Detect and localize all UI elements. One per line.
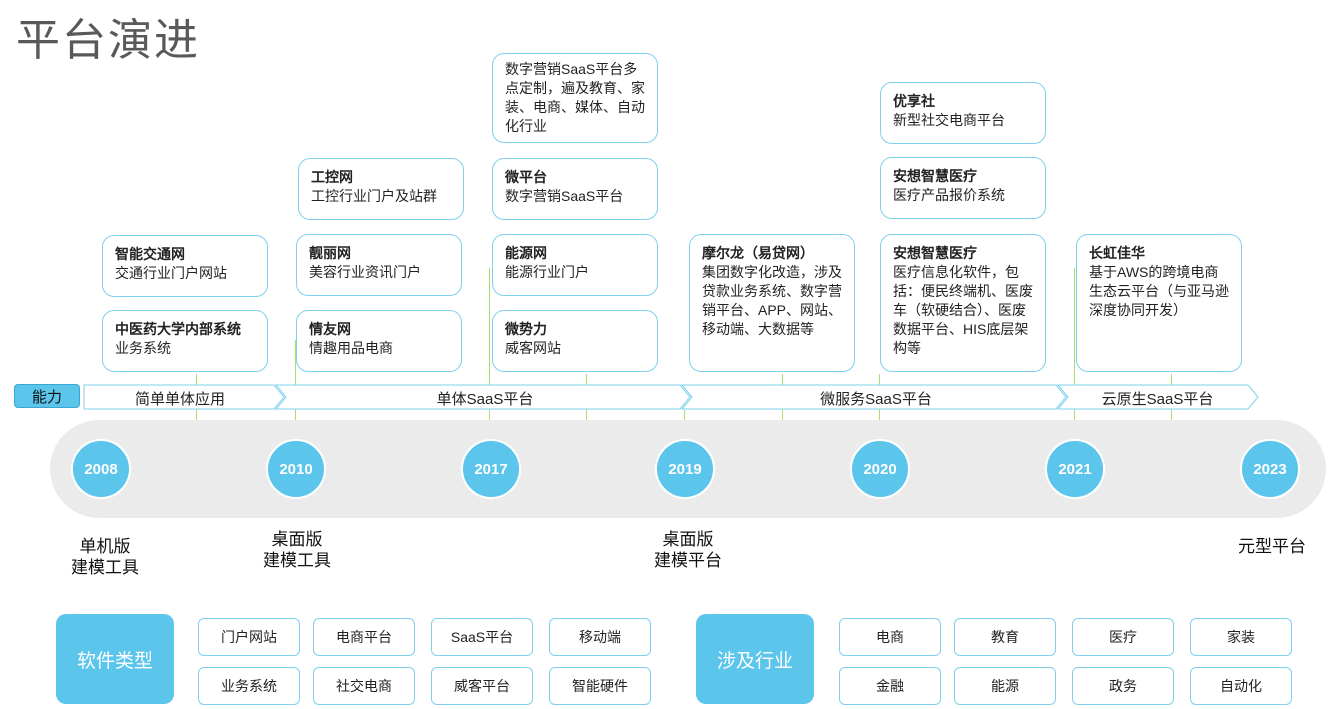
phase-arrow-1	[83, 384, 285, 410]
project-card: 安想智慧医疗 医疗产品报价系统	[880, 157, 1046, 219]
software-tag: 业务系统	[198, 667, 300, 705]
phase-label: 云原生SaaS平台	[1101, 391, 1214, 408]
software-tag: 移动端	[549, 618, 651, 656]
industry-tag: 金融	[839, 667, 941, 705]
phase-arrow-3	[680, 384, 1067, 410]
year-node: 2008	[71, 439, 131, 499]
industry-tag: 政务	[1072, 667, 1174, 705]
software-tag: 智能硬件	[549, 667, 651, 705]
project-card-title: 智能交通网	[115, 246, 185, 262]
year-node: 2023	[1240, 439, 1300, 499]
project-card: 摩尔龙（易贷网） 集团数字化改造，涉及贷款业务系统、数字营销平台、APP、网站、…	[689, 234, 855, 372]
software-tag: 威客平台	[431, 667, 533, 705]
project-card-desc: 基于AWS的跨境电商生态云平台（与亚马逊深度协同开发）	[1089, 264, 1229, 318]
project-card-title: 优享社	[893, 93, 935, 109]
stage-line: 单机版	[79, 537, 131, 556]
project-card-desc: 医疗信息化软件，包括：便民终端机、医废车（软硬结合）、医废数据平台、HIS底层架…	[893, 264, 1033, 356]
project-card: 微平台 数字营销SaaS平台	[492, 158, 658, 220]
stage-line: 桌面版	[271, 530, 323, 549]
software-tag: SaaS平台	[431, 618, 533, 656]
stage-caption: 单机版 建模工具	[55, 536, 155, 578]
stage-caption: 元型平台	[1222, 536, 1322, 557]
project-card-title: 摩尔龙（易贷网）	[702, 245, 814, 261]
project-card-title: 微势力	[505, 321, 547, 337]
stage-line: 元型平台	[1238, 537, 1306, 556]
project-card: 优享社 新型社交电商平台	[880, 82, 1046, 144]
industry-tag: 医疗	[1072, 618, 1174, 656]
software-type-box: 软件类型	[56, 614, 174, 704]
industry-box: 涉及行业	[696, 614, 814, 704]
year-node: 2010	[266, 439, 326, 499]
project-card-desc: 集团数字化改造，涉及贷款业务系统、数字营销平台、APP、网站、移动端、大数据等	[702, 264, 843, 337]
project-card-desc: 交通行业门户网站	[115, 265, 227, 281]
project-card-desc: 数字营销SaaS平台	[505, 188, 624, 204]
project-card-title: 长虹佳华	[1089, 245, 1145, 261]
capability-label: 能力	[14, 384, 80, 408]
project-card: 长虹佳华 基于AWS的跨境电商生态云平台（与亚马逊深度协同开发）	[1076, 234, 1242, 372]
stage-caption: 桌面版 建模工具	[247, 529, 347, 571]
industry-tag: 教育	[954, 618, 1056, 656]
software-tag: 门户网站	[198, 618, 300, 656]
project-card-desc: 能源行业门户	[505, 264, 589, 280]
software-tag: 社交电商	[313, 667, 415, 705]
project-card-title: 微平台	[505, 169, 547, 185]
project-card: 情友网 情趣用品电商	[296, 310, 462, 372]
project-card: 中医药大学内部系统 业务系统	[102, 310, 268, 372]
project-card: 数字营销SaaS平台多点定制，遍及教育、家装、电商、媒体、自动化行业	[492, 53, 658, 143]
industry-tag: 电商	[839, 618, 941, 656]
stage-caption: 桌面版 建模平台	[638, 529, 738, 571]
project-card-desc: 医疗产品报价系统	[893, 187, 1005, 203]
project-card: 靓丽网 美容行业资讯门户	[296, 234, 462, 296]
project-card-title: 工控网	[311, 169, 353, 185]
project-card-title: 靓丽网	[309, 245, 351, 261]
phase-arrow-4	[1056, 384, 1259, 410]
project-card-desc: 业务系统	[115, 340, 171, 356]
project-card-title: 安想智慧医疗	[893, 245, 977, 261]
project-card: 安想智慧医疗 医疗信息化软件，包括：便民终端机、医废车（软硬结合）、医废数据平台…	[880, 234, 1046, 372]
project-card-title: 能源网	[505, 245, 547, 261]
phase-label: 单体SaaS平台	[436, 391, 534, 408]
project-card: 微势力 威客网站	[492, 310, 658, 372]
project-card: 工控网 工控行业门户及站群	[298, 158, 464, 220]
software-tag: 电商平台	[313, 618, 415, 656]
stage-line: 建模工具	[263, 551, 331, 570]
project-card-desc: 数字营销SaaS平台多点定制，遍及教育、家装、电商、媒体、自动化行业	[505, 61, 645, 134]
industry-tag: 能源	[954, 667, 1056, 705]
year-node: 2019	[655, 439, 715, 499]
phase-label: 简单单体应用	[134, 391, 225, 408]
project-card-title: 情友网	[309, 321, 351, 337]
phase-arrow-2	[274, 384, 691, 410]
stage-line: 建模工具	[71, 558, 139, 577]
project-card-desc: 美容行业资讯门户	[309, 264, 421, 280]
page-title: 平台演进	[16, 16, 200, 65]
project-card: 智能交通网 交通行业门户网站	[102, 235, 268, 297]
project-card-desc: 新型社交电商平台	[893, 112, 1005, 128]
year-node: 2020	[850, 439, 910, 499]
project-card-title: 中医药大学内部系统	[115, 321, 241, 337]
industry-tag: 自动化	[1190, 667, 1292, 705]
industry-tag: 家装	[1190, 618, 1292, 656]
project-card-desc: 威客网站	[505, 340, 561, 356]
stage-line: 桌面版	[662, 530, 714, 549]
project-card-title: 安想智慧医疗	[893, 168, 977, 184]
year-node: 2017	[461, 439, 521, 499]
project-card: 能源网 能源行业门户	[492, 234, 658, 296]
year-node: 2021	[1045, 439, 1105, 499]
stage-line: 建模平台	[654, 551, 722, 570]
project-card-desc: 工控行业门户及站群	[311, 188, 437, 204]
project-card-desc: 情趣用品电商	[309, 340, 393, 356]
phase-label: 微服务SaaS平台	[820, 391, 932, 408]
